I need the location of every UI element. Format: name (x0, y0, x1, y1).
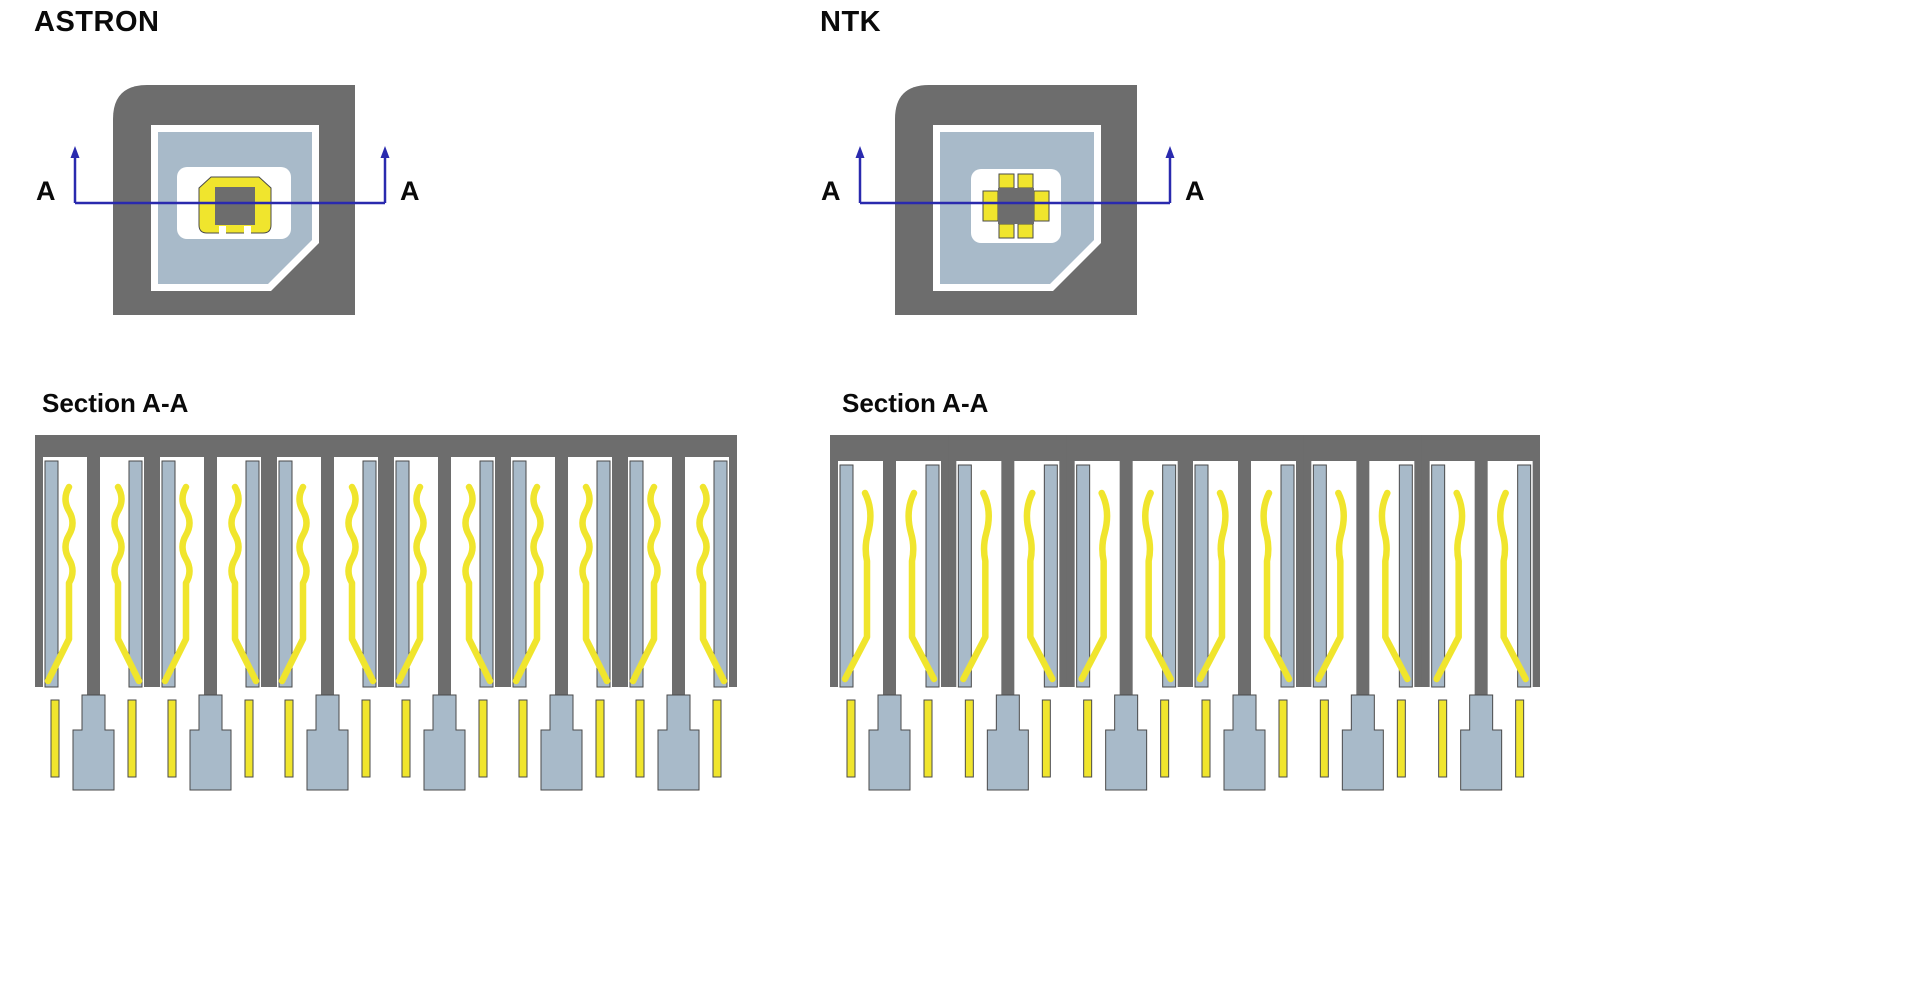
astron-section-cut-line (70, 146, 390, 205)
ntk-contact-right (1033, 190, 1050, 222)
ntk-panel-title: NTK (820, 6, 882, 38)
ntk-contact-top-left (998, 173, 1015, 189)
ntk-cut-label-right: A (1185, 176, 1205, 206)
astron-panel-title: ASTRON (34, 6, 160, 38)
astron-cut-label-right: A (400, 176, 420, 206)
ntk-cut-arrow-right-icon (1165, 146, 1175, 158)
ntk-contact-bottom-left (998, 223, 1015, 239)
ntk-connector-front (895, 85, 1137, 315)
astron-ring-notch-right (244, 226, 251, 234)
astron-section-units (35, 435, 737, 790)
ntk-front-view (855, 85, 1175, 315)
astron-center-core (215, 187, 255, 225)
astron-connector-front (113, 85, 355, 315)
ntk-contact-left (982, 190, 999, 222)
ntk-contact-bottom-right (1017, 223, 1034, 239)
astron-cut-arrow-right-icon (380, 146, 390, 158)
astron-cut-label-left: A (36, 176, 56, 206)
astron-cut-arrow-left-icon (70, 146, 80, 158)
ntk-center-core (998, 188, 1034, 224)
ntk-contact-top-right (1017, 173, 1034, 189)
astron-front-view (70, 85, 390, 315)
ntk-section-units (830, 435, 1540, 790)
astron-cross-section (35, 435, 737, 791)
ntk-cross-section (830, 435, 1540, 791)
ntk-cut-arrow-left-icon (855, 146, 865, 158)
ntk-cut-label-left: A (821, 176, 841, 206)
ntk-section-label: Section A-A (842, 388, 989, 418)
astron-ring-notch-left (219, 226, 226, 234)
ntk-section-cut-line (855, 146, 1175, 205)
astron-section-label: Section A-A (42, 388, 189, 418)
